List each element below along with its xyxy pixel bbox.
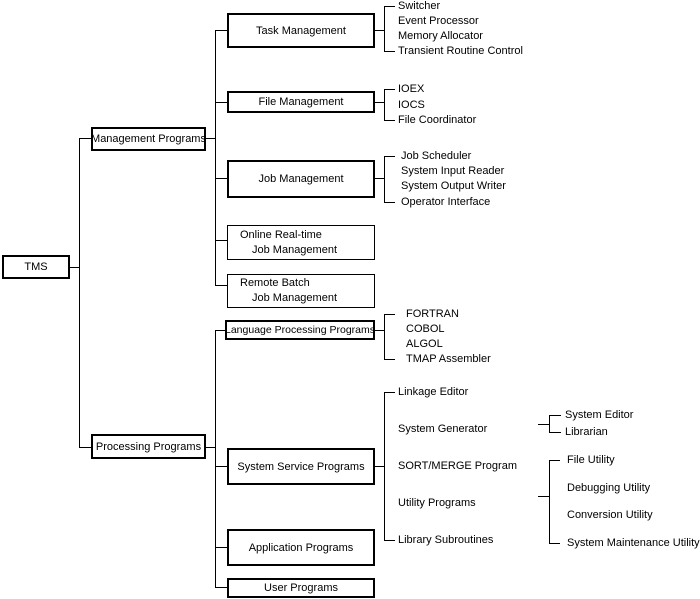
leaf-label: Librarian [565, 426, 608, 438]
connector [215, 30, 227, 31]
online-realtime-job-management-box: Online Real-time Job Management [227, 225, 375, 260]
connector [549, 460, 560, 461]
connector [384, 314, 395, 315]
leaf-label: FORTRAN [406, 308, 459, 320]
connector [384, 392, 395, 393]
connector [384, 392, 385, 541]
leaf-label: Operator Interface [401, 196, 491, 208]
user-programs-box: User Programs [227, 578, 375, 598]
leaf-label: Utility Programs [398, 497, 476, 509]
connector [215, 30, 216, 286]
connector [375, 30, 385, 31]
connector [206, 447, 216, 448]
leaf-label: IOEX [398, 83, 425, 95]
application-programs-label: Application Programs [248, 541, 354, 554]
leaf-label: ALGOL [406, 338, 443, 350]
connector [375, 102, 385, 103]
connector [70, 267, 80, 268]
system-service-programs-label: System Service Programs [237, 460, 365, 473]
connector [375, 466, 385, 467]
online-realtime-line1: Online Real-time [240, 228, 322, 241]
connector [215, 330, 216, 588]
leaf-label: SORT/MERGE Program [398, 460, 517, 472]
leaf-label: System Input Reader [401, 165, 505, 177]
connector [384, 202, 395, 203]
management-programs-box: Management Programs [91, 127, 206, 151]
file-management-label: File Management [258, 96, 344, 108]
connector [384, 156, 385, 203]
connector [538, 424, 550, 425]
connector [79, 447, 92, 448]
application-programs-box: Application Programs [227, 529, 375, 566]
connector [538, 496, 550, 497]
file-management-box: File Management [227, 91, 375, 113]
connector [215, 466, 227, 467]
connector [384, 89, 395, 90]
leaf-label: Job Scheduler [401, 150, 472, 162]
connector [215, 102, 227, 103]
connector [384, 314, 385, 360]
leaf-label: System Generator [398, 423, 488, 435]
leaf-label: Conversion Utility [567, 509, 653, 521]
connector [215, 587, 227, 588]
leaf-label: System Output Writer [401, 180, 506, 192]
leaf-label: IOCS [398, 99, 425, 111]
language-processing-programs-label: Language Processing Programs [225, 324, 376, 336]
processing-programs-label: Processing Programs [95, 440, 202, 453]
connector [384, 89, 385, 121]
leaf-label: Linkage Editor [398, 386, 469, 398]
connector [384, 359, 395, 360]
tms-root-box: TMS [2, 255, 70, 279]
connector [375, 178, 385, 179]
online-realtime-line2: Job Management [252, 243, 337, 256]
remote-batch-line1: Remote Batch [240, 277, 310, 289]
leaf-label: Debugging Utility [567, 482, 651, 494]
connector [79, 138, 80, 448]
connector [549, 460, 550, 544]
leaf-label: System Editor [565, 409, 634, 421]
task-management-box: Task Management [227, 13, 375, 48]
connector [384, 6, 385, 52]
connector [384, 156, 395, 157]
connector [384, 540, 395, 541]
management-programs-label: Management Programs [91, 133, 206, 145]
user-programs-label: User Programs [264, 582, 338, 594]
connector [549, 415, 561, 416]
leaf-label: File Coordinator [398, 114, 477, 126]
leaf-label: COBOL [406, 323, 445, 335]
connector [79, 138, 92, 139]
leaf-label: Transient Routine Control [398, 45, 523, 57]
job-management-label: Job Management [258, 173, 344, 185]
connector [206, 138, 216, 139]
connector [215, 178, 227, 179]
leaf-label: TMAP Assembler [406, 353, 491, 365]
language-processing-programs-box: Language Processing Programs [225, 320, 375, 340]
connector [384, 6, 395, 7]
connector [215, 330, 227, 331]
remote-batch-line2: Job Management [252, 292, 337, 304]
tms-root-label: TMS [24, 261, 48, 273]
connector [215, 240, 227, 241]
connector [549, 432, 561, 433]
leaf-label: Memory Allocator [398, 30, 483, 42]
connector [549, 415, 550, 433]
connector [215, 547, 227, 548]
leaf-label: Switcher [398, 0, 441, 12]
connector [384, 51, 395, 52]
connector [549, 543, 560, 544]
leaf-label: Library Subroutines [398, 534, 494, 546]
leaf-label: System Maintenance Utility [567, 537, 700, 549]
connector [375, 330, 385, 331]
connector [215, 285, 227, 286]
task-management-label: Task Management [256, 24, 346, 37]
leaf-label: File Utility [567, 454, 615, 466]
job-management-box: Job Management [227, 160, 375, 198]
leaf-label: Event Processor [398, 15, 479, 27]
processing-programs-box: Processing Programs [91, 434, 206, 459]
system-service-programs-box: System Service Programs [227, 448, 375, 485]
connector [384, 120, 395, 121]
remote-batch-job-management-box: Remote Batch Job Management [227, 274, 375, 308]
